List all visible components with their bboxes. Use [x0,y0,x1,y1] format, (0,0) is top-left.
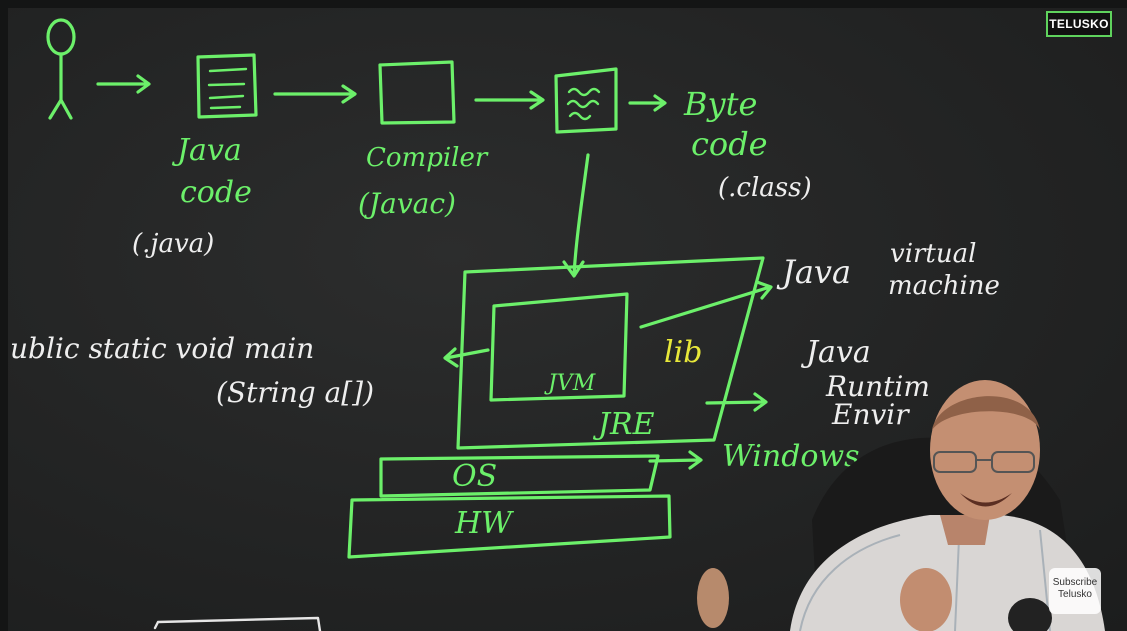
main-signature-line1: ublic static void main [10,332,314,365]
subscribe-channel: Telusko [1058,589,1092,600]
jre-name-line1: Java [800,335,871,370]
arrow-bytecode-to-jvm [562,153,590,278]
partial-bottom-box [153,616,322,631]
java-code-ext: (.java) [132,229,214,259]
jre-box [456,256,765,450]
hw-box [347,494,672,559]
os-label: OS [452,459,497,494]
os-box [379,454,660,498]
byte-code-line2: code [691,125,768,163]
arrow-jre-to-label [705,392,768,412]
java-code-line1: Java [171,133,242,168]
top-edge [0,0,1127,8]
jvm-name-line1: Java [776,253,851,291]
arrow-to-bytecode-label [628,94,667,112]
arrow-os-to-windows [648,450,703,470]
jvm-box [489,292,629,402]
jvm-name-line3: machine [888,271,1000,301]
arrow-main-to-jvm [443,347,490,368]
compiler-label: Compiler [366,143,489,173]
compiler-box [378,60,456,125]
arrow-jvm-to-label [639,280,773,329]
jre-label: JRE [592,407,655,442]
arrow-code-to-compiler [273,84,357,104]
lib-label: lib [664,335,702,370]
windows-label: Windows [722,439,860,474]
subscribe-button[interactable]: Subscribe Telusko [1049,568,1101,614]
presenter-image [697,380,1105,631]
arrow-compiler-to-bytecode [474,90,545,110]
jvm-label: JVM [544,371,596,396]
java-code-line2: code [180,175,252,210]
developer-stick-figure-icon [46,18,76,120]
javac-label: (Javac) [358,187,456,220]
hw-label: HW [454,506,514,541]
left-edge [0,0,8,631]
subscribe-label: Subscribe [1052,577,1098,588]
telusko-logo: TELUSKO [1046,11,1112,37]
java-file-icon [196,53,258,119]
byte-code-ext: (.class) [718,173,812,203]
main-signature-line2: (String a[]) [216,376,374,409]
jre-name-line2: Runtim [825,370,930,403]
arrow-person-to-code [96,74,151,94]
jvm-name-line2: virtual [890,239,976,269]
byte-code-line1: Byte [683,85,757,123]
jre-name-line3: Envir [831,398,910,431]
bytecode-file-icon [554,67,618,134]
